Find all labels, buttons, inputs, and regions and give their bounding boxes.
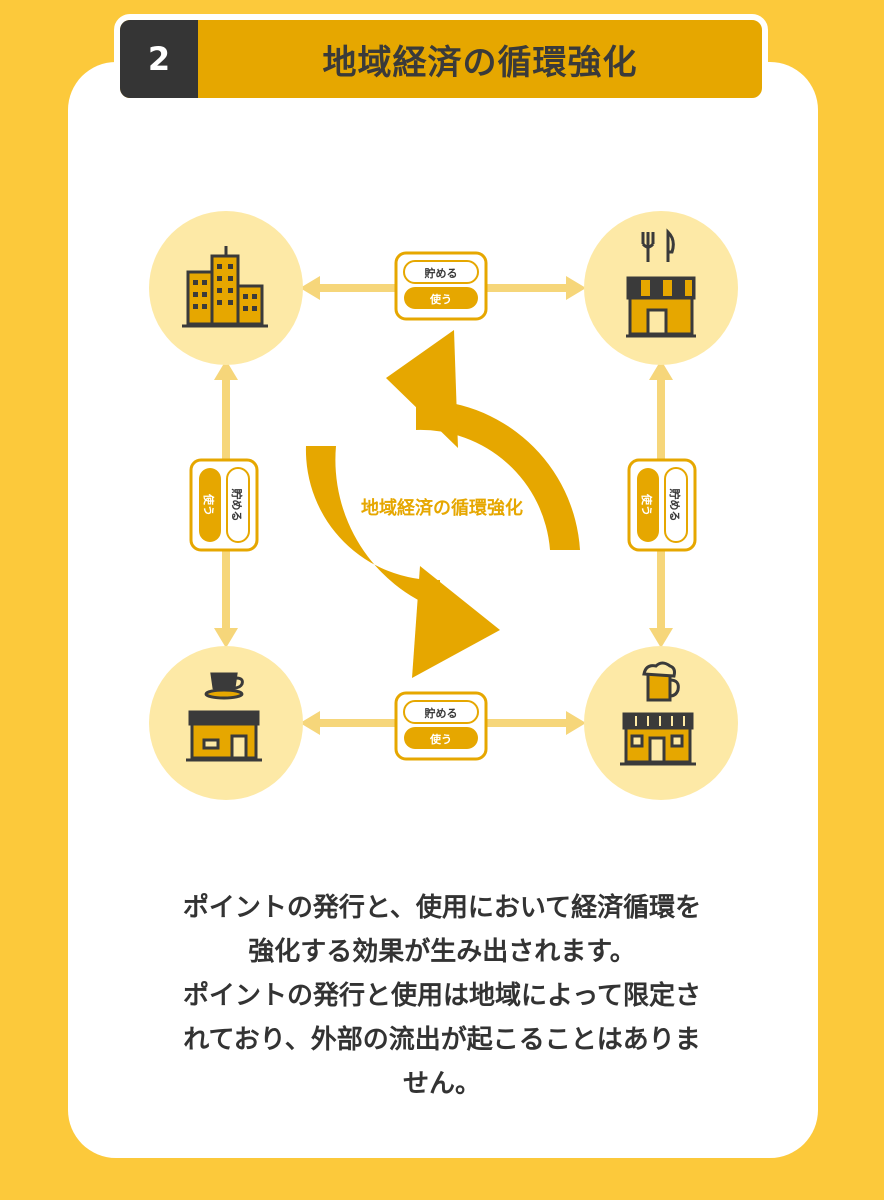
section-header: 2 地域経済の循環強化 <box>114 14 768 104</box>
arrowhead-up-right <box>649 360 673 380</box>
description-line: れており、外部の流出が起こることはありま <box>183 1025 701 1055</box>
circulation-arrowhead-upper <box>386 330 458 448</box>
flow-label-save: 貯める <box>230 489 244 522</box>
office-building-icon <box>182 246 268 328</box>
circulation-arrowhead-lower <box>412 566 500 678</box>
arrowhead-left-top <box>300 276 320 300</box>
restaurant-icon <box>626 228 696 338</box>
arrowhead-right-top <box>566 276 586 300</box>
description-line: せん。 <box>402 1069 481 1099</box>
circulation-arrows <box>305 330 580 678</box>
center-label: 地域経済の循環強化 <box>361 497 523 519</box>
arrowhead-down-right <box>649 628 673 648</box>
flow-label-use: 使う <box>640 493 654 516</box>
pub-icon <box>620 661 696 766</box>
arrowhead-right-bottom <box>566 711 586 735</box>
flow-label-save: 貯める <box>425 266 458 280</box>
flow-label-use: 使う <box>202 493 216 516</box>
description-text: ポイントの発行と、使用において経済循環を 強化する効果が生み出されます。 ポイン… <box>150 886 734 1106</box>
description-line: ポイントの発行と、使用において経済循環を <box>182 893 702 923</box>
flow-label-save: 貯める <box>425 706 458 720</box>
arrowhead-left-bottom <box>300 711 320 735</box>
description-line: 強化する効果が生み出されます。 <box>248 937 636 967</box>
section-number-badge: 2 <box>120 20 198 98</box>
arrowhead-up-left <box>214 360 238 380</box>
description-line: ポイントの発行と使用は地域によって限定さ <box>183 981 701 1011</box>
section-title: 地域経済の循環強化 <box>322 42 638 83</box>
flow-label-top: 貯める 使う <box>394 251 488 321</box>
flow-label-use: 使う <box>429 292 452 306</box>
cafe-icon <box>186 672 262 762</box>
flow-arrowheads <box>214 276 673 735</box>
flow-label-right: 貯める 使う <box>627 458 697 552</box>
arrowhead-down-left <box>214 628 238 648</box>
flow-label-left: 貯める 使う <box>189 458 259 552</box>
flow-label-bottom: 貯める 使う <box>394 691 488 761</box>
flow-label-save: 貯める <box>668 489 682 522</box>
flow-label-use: 使う <box>429 732 452 746</box>
